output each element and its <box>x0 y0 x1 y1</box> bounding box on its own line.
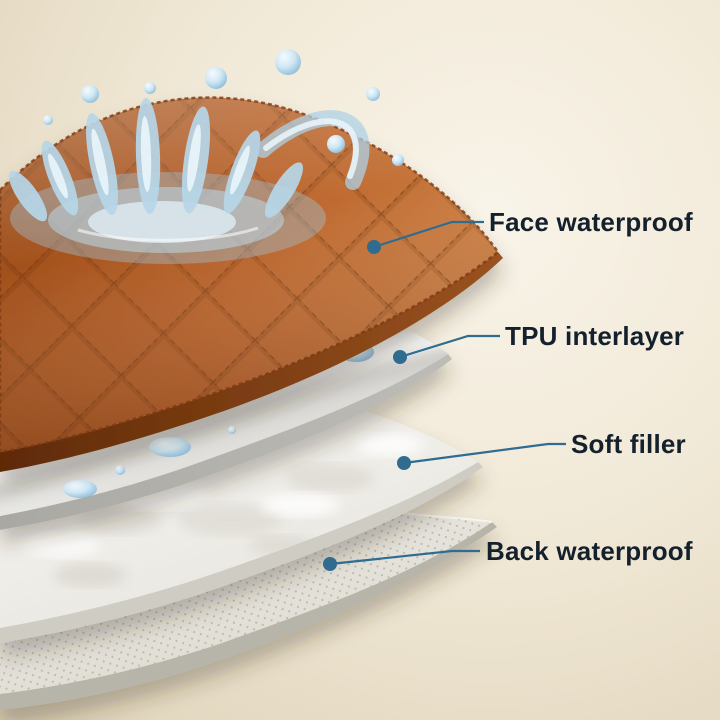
leader-line-soft-filler <box>403 442 566 465</box>
splash-crown-highlights <box>48 116 250 199</box>
face-waterproof-layer <box>0 96 503 472</box>
label-soft-filler: Soft filler <box>571 429 686 459</box>
soft-layer-edge <box>0 462 483 643</box>
water-droplets-air <box>43 49 404 166</box>
back-layer-edge <box>0 522 497 710</box>
tpu-layer-edge <box>0 354 452 530</box>
water-splash <box>8 49 404 264</box>
leader-line-tpu-interlayer <box>399 334 500 359</box>
callouts <box>323 220 566 571</box>
callout-dot-tpu-interlayer <box>393 350 407 364</box>
face-layer-lighting <box>0 97 498 453</box>
label-face-waterproof: Face waterproof <box>489 207 693 237</box>
label-tpu-interlayer: TPU interlayer <box>505 321 685 351</box>
callout-dot-face-waterproof <box>367 240 381 254</box>
leader-line-face-waterproof <box>373 220 484 249</box>
callout-dot-soft-filler <box>397 456 411 470</box>
leader-line-back-waterproof <box>329 549 480 566</box>
face-layer-edge <box>0 252 503 472</box>
label-back-waterproof: Back waterproof <box>486 536 693 566</box>
callout-dot-back-waterproof <box>323 557 337 571</box>
